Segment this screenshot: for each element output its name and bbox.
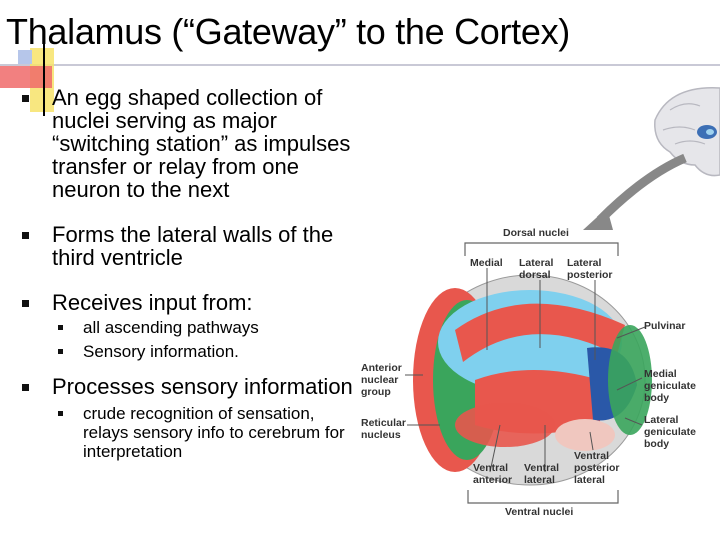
- deco-vertical-line: [43, 42, 45, 116]
- bullet-item: Processes sensory information: [22, 375, 362, 398]
- thalamus-diagram: Dorsal nuclei Medial Lateral dorsal Late…: [355, 80, 720, 540]
- label-line: group: [361, 386, 391, 398]
- label-line: Anterior: [361, 362, 402, 374]
- label-line: anterior: [473, 474, 513, 486]
- slide-title: Thalamus (“Gateway” to the Cortex): [6, 11, 570, 52]
- bullet-text: Forms the lateral walls of the third ven…: [52, 222, 334, 270]
- leader-lines: [405, 268, 646, 473]
- thalamus-body: [413, 274, 652, 486]
- label-line: Lateral: [644, 414, 679, 426]
- sub-bullet-item: all ascending pathways: [22, 318, 362, 337]
- label-line: Ventral: [473, 462, 509, 474]
- label-line: dorsal: [519, 269, 551, 281]
- label-anterior-nuclear-group: Anterior nuclear group: [361, 362, 402, 398]
- thalamus-illustration: [405, 87, 720, 504]
- label-ventral-nuclei: Ventral nuclei: [505, 506, 574, 518]
- bullet-text: An egg shaped collection of nuclei servi…: [52, 85, 351, 202]
- sub-bullet-marker-icon: [58, 411, 63, 416]
- label-reticular-nucleus: Reticular nucleus: [361, 417, 406, 441]
- label-medial-geniculate: Medial geniculate body: [644, 368, 696, 404]
- deco-red-square: [0, 66, 52, 88]
- label-line: posterior: [567, 269, 613, 281]
- deco-blue-square: [18, 50, 32, 64]
- sub-bullet-text: crude recognition of sensation, relays s…: [83, 404, 345, 461]
- sub-bullet-marker-icon: [58, 349, 63, 354]
- label-medial: Medial: [470, 257, 503, 269]
- label-lateral-geniculate: Lateral geniculate body: [644, 414, 696, 450]
- bullet-item: Forms the lateral walls of the third ven…: [22, 223, 362, 269]
- bullet-text: Receives input from:: [52, 290, 253, 315]
- label-line: lateral: [574, 474, 605, 486]
- label-ventral-anterior: Ventral anterior: [473, 462, 512, 486]
- sub-list: all ascending pathways Sensory informati…: [22, 318, 362, 361]
- label-line: Lateral: [519, 257, 554, 269]
- sub-bullet-marker-icon: [58, 325, 63, 330]
- label-line: nucleus: [361, 429, 401, 441]
- sub-bullet-text: Sensory information.: [83, 342, 239, 361]
- label-lateral-posterior: Lateral posterior: [567, 257, 613, 281]
- label-line: Ventral: [524, 462, 560, 474]
- label-ventral-lateral: Ventral lateral: [524, 462, 559, 486]
- bullet-marker-icon: [22, 95, 29, 102]
- bullet-marker-icon: [22, 384, 29, 391]
- bullet-item: Receives input from:: [22, 291, 362, 314]
- label-dorsal-nuclei: Dorsal nuclei: [503, 227, 569, 239]
- title-underline: [0, 64, 720, 66]
- brain-thumbnail-icon: [654, 87, 720, 177]
- label-ventral-posterior-lateral: Ventral posterior lateral: [574, 450, 620, 486]
- label-line: geniculate: [644, 426, 696, 438]
- bullet-list: An egg shaped collection of nuclei servi…: [22, 86, 362, 475]
- label-line: nuclear: [361, 374, 399, 386]
- pointer-arrow-icon: [596, 153, 687, 224]
- label-lateral-dorsal: Lateral dorsal: [519, 257, 553, 281]
- label-line: Lateral: [567, 257, 602, 269]
- label-line: body: [644, 392, 670, 404]
- label-pulvinar: Pulvinar: [644, 320, 686, 332]
- bullet-text: Processes sensory information: [52, 374, 353, 399]
- sub-bullet-item: Sensory information.: [22, 342, 362, 361]
- label-line: geniculate: [644, 380, 696, 392]
- arrow-head-icon: [583, 208, 613, 230]
- sub-list: crude recognition of sensation, relays s…: [22, 404, 362, 461]
- bullet-item: An egg shaped collection of nuclei servi…: [22, 86, 362, 201]
- bullet-marker-icon: [22, 300, 29, 307]
- label-line: body: [644, 438, 670, 450]
- label-line: lateral: [524, 474, 555, 486]
- label-line: Reticular: [361, 417, 406, 429]
- sub-bullet-item: crude recognition of sensation, relays s…: [22, 404, 362, 461]
- bullet-marker-icon: [22, 232, 29, 239]
- label-line: Medial: [644, 368, 677, 380]
- label-line: Ventral: [574, 450, 610, 462]
- sub-bullet-text: all ascending pathways: [83, 318, 259, 337]
- label-line: posterior: [574, 462, 620, 474]
